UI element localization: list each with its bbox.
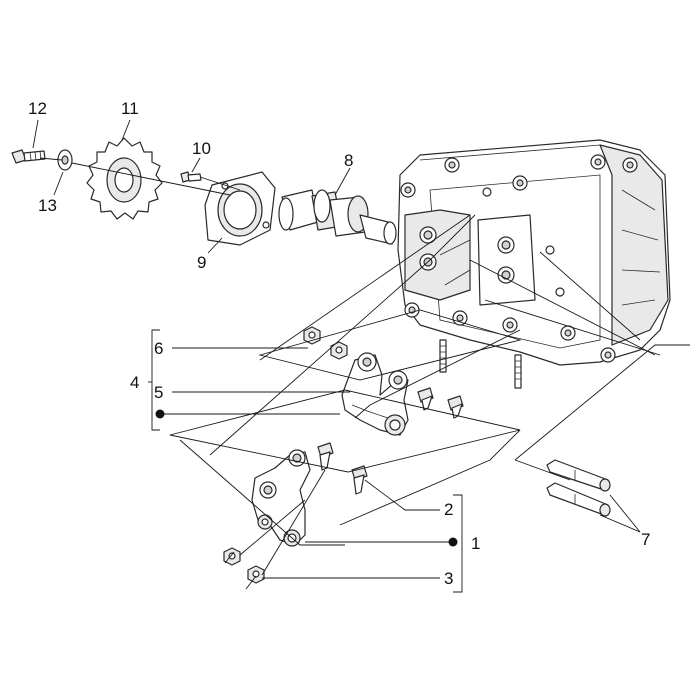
camshaft [278, 189, 397, 245]
adjuster-screws-lower [317, 442, 368, 495]
callout-4: 4 [130, 373, 139, 392]
callout-3: 3 [444, 569, 453, 588]
callout-9: 9 [197, 253, 206, 272]
washer-13 [57, 149, 73, 171]
callout-12: 12 [28, 99, 47, 118]
lock-nuts-6 [303, 326, 348, 360]
bullet-marker-lower [448, 537, 458, 547]
callout-8: 8 [344, 151, 353, 170]
callout-1: 1 [471, 534, 480, 553]
lock-nuts-3 [223, 547, 265, 584]
bolt-12 [11, 149, 46, 164]
callout-5: 5 [154, 383, 163, 402]
rocker-shafts [546, 459, 611, 517]
rocker-arm-upper [341, 352, 409, 436]
cover-plate [204, 171, 276, 246]
callout-6: 6 [154, 339, 163, 358]
adjuster-screws-upper [417, 387, 464, 419]
rocker-arm-lower [251, 449, 311, 547]
callout-2: 2 [444, 500, 453, 519]
cylinder-head [397, 139, 671, 389]
camshaft-sprocket [86, 137, 163, 220]
callout-11: 11 [121, 99, 139, 118]
callout-13: 13 [38, 196, 57, 215]
leader-lines [32, 119, 641, 593]
callout-7: 7 [641, 530, 650, 549]
callout-10: 10 [192, 139, 211, 158]
guide-lines [39, 157, 690, 590]
bullet-marker-upper [155, 409, 165, 419]
screw-10 [180, 171, 202, 183]
